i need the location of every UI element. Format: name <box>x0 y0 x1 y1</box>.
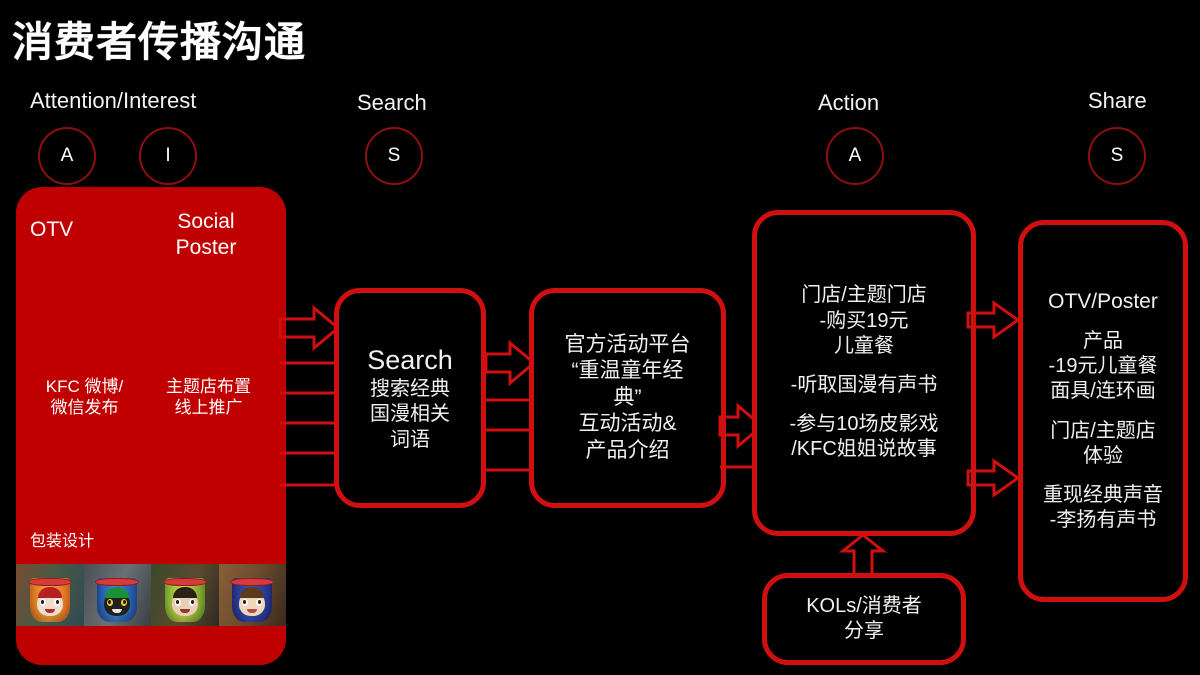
attention-interest-panel[interactable]: OTV Social Poster KFC 微博/ 微信发布 主题店布置 线上推… <box>16 187 286 665</box>
search-box[interactable]: Search 搜索经典 国漫相关 词语 <box>334 288 486 508</box>
stage-label-search: Search <box>357 90 427 115</box>
platform-box-line-3: 典” <box>613 385 642 409</box>
connector-action-to-share-bottom <box>966 458 1021 498</box>
search-box-line-2: 国漫相关 <box>370 403 450 426</box>
platform-box-line-2: “重温童年经 <box>571 359 684 383</box>
platform-box-line-1: 官方活动平台 <box>564 332 691 356</box>
search-box-line-1: 搜索经典 <box>370 378 450 401</box>
connector-action-to-share-top <box>966 300 1021 340</box>
share-box-g3-line-2: -李扬有声书 <box>1049 509 1157 532</box>
connector-search-to-platform <box>484 339 537 472</box>
search-box-line-3: 词语 <box>390 428 430 451</box>
action-box-g1-line-3: 儿童餐 <box>834 334 894 357</box>
share-box-g1-line-2: -19元儿童餐 <box>1048 355 1158 378</box>
stage-label-attention: Attention/Interest <box>30 88 197 113</box>
label-otv: OTV <box>30 218 74 241</box>
page-title: 消费者传播沟通 <box>12 19 306 65</box>
stage-badge-attention: A <box>38 127 96 185</box>
kols-box[interactable]: KOLs/消费者 分享 <box>762 573 966 665</box>
stage-label-share: Share <box>1088 88 1147 113</box>
share-box-g3-line-1: 重现经典声音 <box>1043 484 1163 506</box>
kols-box-line-2: 分享 <box>844 620 884 642</box>
action-box-g1-line-2: -购买19元 <box>819 309 909 332</box>
connector-kols-to-action <box>838 533 888 577</box>
share-box-g2-line-1: 门店/主题店 <box>1050 419 1156 442</box>
cup-image-warrior <box>151 564 219 626</box>
stage-badge-action: A <box>826 127 884 185</box>
share-box[interactable]: OTV/Poster 产品 -19元儿童餐 面具/连环画 门店/主题店 体验 重… <box>1018 220 1188 602</box>
stage-label-action: Action <box>818 90 880 115</box>
action-box-g3-line-2: /KFC姐姐说故事 <box>791 438 937 461</box>
packaging-image-strip <box>16 564 286 626</box>
action-box-g2-line-1: -听取国漫有声书 <box>790 374 938 396</box>
share-box-g1-line-1: 产品 <box>1083 330 1123 353</box>
platform-box-line-4: 互动活动& <box>578 412 677 436</box>
stage-badge-search: S <box>365 127 423 185</box>
share-box-g1-line-3: 面具/连环画 <box>1050 380 1156 403</box>
label-packaging: 包装设计 <box>30 533 95 550</box>
stage-badge-share: S <box>1088 127 1146 185</box>
label-social-poster: Social Poster <box>175 210 237 259</box>
stage-badge-interest: I <box>139 127 197 185</box>
cup-image-boy-hero <box>218 564 286 626</box>
label-theme-store: 主题店布置 线上推广 <box>166 377 251 417</box>
cup-image-monkey-king <box>16 564 84 626</box>
connector-attention-to-search <box>278 304 341 487</box>
action-box[interactable]: 门店/主题门店 -购买19元 儿童餐 -听取国漫有声书 -参与10场皮影戏 /K… <box>752 210 976 536</box>
cup-image-black-cat <box>83 564 151 626</box>
action-box-g1-line-1: 门店/主题门店 <box>801 284 927 307</box>
search-box-heading: Search <box>367 345 453 376</box>
platform-box[interactable]: 官方活动平台 “重温童年经 典” 互动活动& 产品介绍 <box>529 288 726 508</box>
platform-box-line-5: 产品介绍 <box>585 438 670 462</box>
kols-box-line-1: KOLs/消费者 <box>806 594 922 617</box>
label-kfc-channels: KFC 微博/ 微信发布 <box>45 377 124 417</box>
share-box-heading: OTV/Poster <box>1048 289 1158 313</box>
share-box-g2-line-2: 体验 <box>1083 444 1123 467</box>
action-box-g3-line-1: -参与10场皮影戏 <box>789 413 939 436</box>
